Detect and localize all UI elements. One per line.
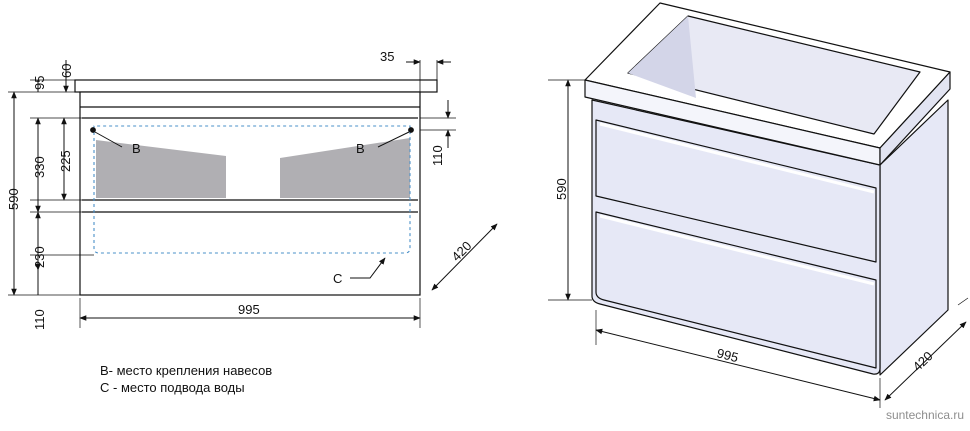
dim-left-60: 60 bbox=[59, 64, 74, 78]
dim-left-230: 230 bbox=[32, 246, 47, 268]
dim-left-95: 95 bbox=[32, 76, 47, 90]
iso-dim-420: 420 bbox=[910, 348, 936, 374]
front-view bbox=[8, 59, 498, 328]
label-b-left: B bbox=[132, 141, 141, 156]
dim-right-110: 110 bbox=[430, 145, 445, 166]
iso-dim-995: 995 bbox=[715, 345, 740, 365]
mount-point-left bbox=[90, 127, 96, 133]
dim-left-225: 225 bbox=[58, 150, 73, 172]
basin-top bbox=[74, 79, 438, 93]
dim-left-590: 590 bbox=[6, 188, 21, 210]
shadow-right bbox=[280, 138, 410, 198]
dim-left-330: 330 bbox=[32, 156, 47, 178]
dim-width-995: 995 bbox=[238, 302, 260, 317]
iso-dim-590: 590 bbox=[554, 178, 569, 200]
dim-left-110: 110 bbox=[32, 309, 47, 330]
iso-basin-right-edge bbox=[879, 71, 951, 166]
shadow-left bbox=[96, 140, 226, 198]
iso-drawer-top bbox=[595, 119, 877, 263]
dim-depth-420: 420 bbox=[449, 238, 475, 264]
dim-top-overhang: 35 bbox=[380, 49, 394, 64]
label-c: C bbox=[333, 271, 342, 286]
watermark: suntechnica.ru bbox=[885, 408, 964, 422]
label-b-right: B bbox=[356, 141, 365, 156]
mount-point-right bbox=[408, 127, 414, 133]
iso-basin-bowl-inner bbox=[628, 16, 696, 98]
iso-view bbox=[548, 2, 969, 408]
legend-line-2: C - место подвода воды bbox=[100, 380, 245, 395]
legend-line-1: B- место крепления навесов bbox=[100, 363, 273, 378]
